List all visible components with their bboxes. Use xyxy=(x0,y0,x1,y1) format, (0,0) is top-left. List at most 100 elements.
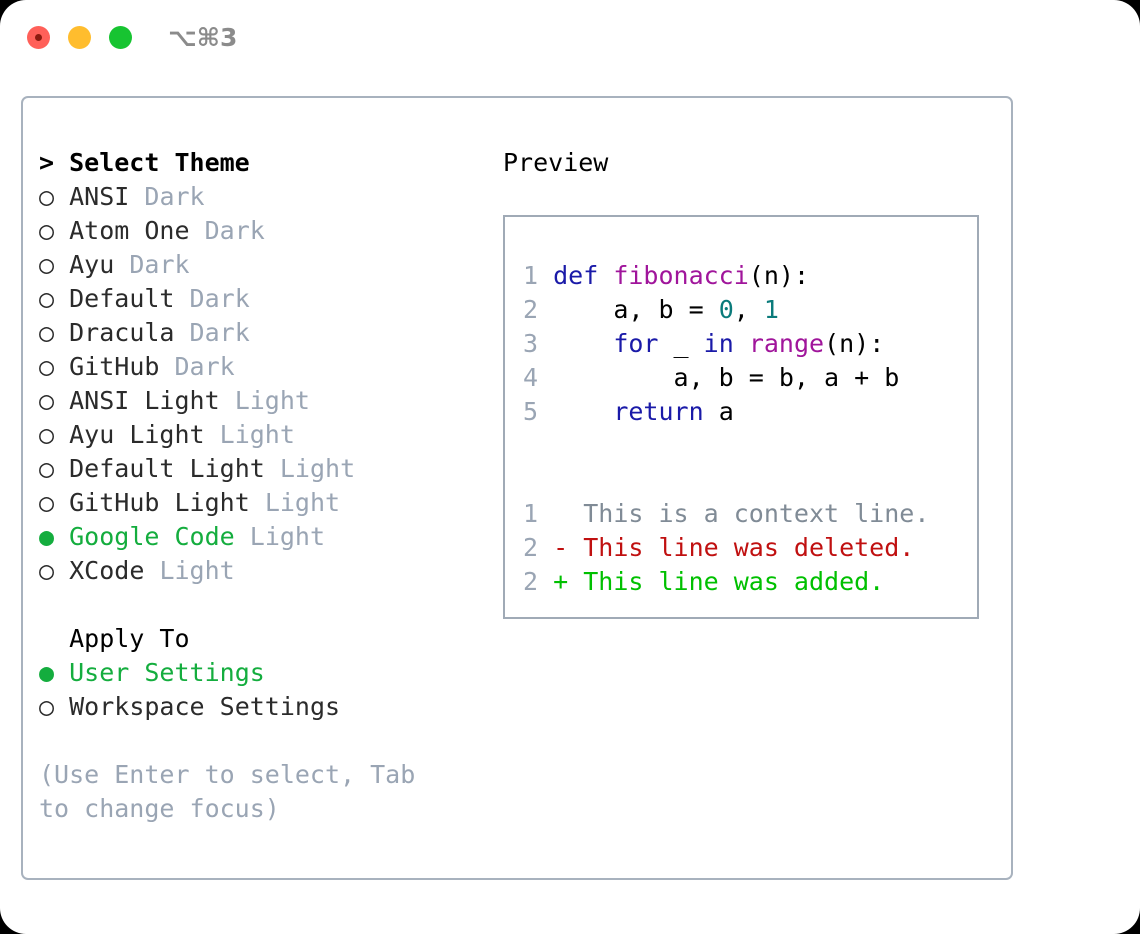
code-line: 4 a, b = b, a + b xyxy=(523,361,973,395)
theme-option-tag: Light xyxy=(219,420,295,449)
apply-option-user-settings[interactable]: ● User Settings xyxy=(39,656,491,690)
code-line: 3 for _ in range(n): xyxy=(523,327,973,361)
theme-option-tag: Dark xyxy=(204,216,265,245)
traffic-light-buttons xyxy=(27,26,132,49)
radio-marker: ○ xyxy=(39,318,55,347)
apply-to-option-list[interactable]: ● User Settings ○ Workspace Settings xyxy=(39,656,491,724)
list-spacer xyxy=(39,588,491,622)
minimize-button[interactable] xyxy=(68,26,91,49)
theme-option-tag: Light xyxy=(264,488,341,517)
line-number: 5 xyxy=(523,397,539,426)
theme-option-label: Default Light xyxy=(69,454,265,483)
keyboard-shortcut-label: ⌥⌘3 xyxy=(168,23,238,52)
theme-option-ayu-light[interactable]: ○ Ayu Light Light xyxy=(39,418,491,452)
theme-option-label: GitHub xyxy=(69,352,160,381)
radio-marker: ○ xyxy=(39,250,55,279)
line-number: 1 xyxy=(523,261,539,290)
radio-marker: ○ xyxy=(39,556,55,585)
token-plain: (n): xyxy=(748,261,810,290)
code-blank-line xyxy=(523,429,973,463)
theme-option-github[interactable]: ○ GitHub Dark xyxy=(39,350,491,384)
diff-line-context: 1 This is a context line. xyxy=(523,497,973,531)
line-number: 2 xyxy=(523,533,539,562)
select-theme-header: > Select Theme xyxy=(39,148,250,177)
radio-marker: ○ xyxy=(39,216,55,245)
code-line: 1 def fibonacci(n): xyxy=(523,259,973,293)
theme-option-label: ANSI Light xyxy=(69,386,220,415)
hint-spacer xyxy=(39,724,491,758)
preview-header: Preview xyxy=(503,148,609,177)
theme-option-label: Google Code xyxy=(69,522,235,551)
diff-text: + This line was added. xyxy=(553,567,885,596)
theme-option-tag: Dark xyxy=(189,284,250,313)
maximize-button[interactable] xyxy=(109,26,132,49)
token-plain: , xyxy=(733,295,764,324)
token-plain xyxy=(553,329,613,358)
theme-option-tag: Light xyxy=(249,522,326,551)
radio-marker: ○ xyxy=(39,692,55,721)
diff-line-added: 2 + This line was added. xyxy=(523,565,973,599)
line-number: 3 xyxy=(523,329,539,358)
token-keyword: for xyxy=(613,329,659,358)
token-plain xyxy=(598,261,613,290)
theme-option-github-light[interactable]: ○ GitHub Light Light xyxy=(39,486,491,520)
line-number: 1 xyxy=(523,499,539,528)
theme-option-tag: Dark xyxy=(129,250,190,279)
theme-option-label: Ayu xyxy=(69,250,115,279)
preview-panel: 1 def fibonacci(n): 2 a, b = 0, 1 3 for … xyxy=(503,215,979,619)
theme-option-xcode[interactable]: ○ XCode Light xyxy=(39,554,491,588)
diff-text: - This line was deleted. xyxy=(553,533,915,562)
diff-text: This is a context line. xyxy=(553,499,930,528)
theme-option-tag: Dark xyxy=(174,352,235,381)
code-blank-line xyxy=(523,463,973,497)
token-keyword: def xyxy=(553,261,599,290)
theme-option-label: XCode xyxy=(69,556,145,585)
token-plain: a xyxy=(703,397,734,426)
theme-option-ayu[interactable]: ○ Ayu Dark xyxy=(39,248,491,282)
line-number: 2 xyxy=(523,295,539,324)
theme-option-ansi[interactable]: ○ ANSI Dark xyxy=(39,180,491,214)
apply-to-header: Apply To xyxy=(69,624,190,653)
close-button[interactable] xyxy=(27,26,50,49)
radio-marker-selected: ● xyxy=(39,658,55,687)
theme-option-list[interactable]: ○ ANSI Dark ○ Atom One Dark ○ Ayu Dark ○… xyxy=(39,180,491,588)
theme-option-label: Ayu Light xyxy=(69,420,205,449)
token-function: range xyxy=(748,329,825,358)
theme-option-atom-one[interactable]: ○ Atom One Dark xyxy=(39,214,491,248)
theme-option-google-code[interactable]: ● Google Code Light xyxy=(39,520,491,554)
radio-marker: ○ xyxy=(39,352,55,381)
keyboard-hint-text: (Use Enter to select, Tab to change focu… xyxy=(39,760,416,823)
apply-option-label: Workspace Settings xyxy=(69,692,341,721)
line-number: 2 xyxy=(523,567,539,596)
theme-option-label: GitHub Light xyxy=(69,488,250,517)
code-line: 2 a, b = 0, 1 xyxy=(523,293,973,327)
theme-option-default[interactable]: ○ Default Dark xyxy=(39,282,491,316)
token-plain xyxy=(734,329,749,358)
theme-option-tag: Light xyxy=(279,454,356,483)
code-line: 5 return a xyxy=(523,395,973,429)
theme-option-label: Default xyxy=(69,284,175,313)
token-plain: a, b = xyxy=(553,295,719,324)
line-number: 4 xyxy=(523,363,539,392)
token-plain xyxy=(553,397,613,426)
theme-option-tag: Light xyxy=(234,386,310,415)
theme-option-tag: Dark xyxy=(144,182,205,211)
theme-list-column: > Select Theme ○ ANSI Dark ○ Atom One Da… xyxy=(39,146,491,826)
theme-option-default-light[interactable]: ○ Default Light Light xyxy=(39,452,491,486)
window-titlebar: ⌥⌘3 xyxy=(0,0,1140,78)
radio-marker: ○ xyxy=(39,454,55,483)
theme-option-label: Dracula xyxy=(69,318,175,347)
radio-marker: ○ xyxy=(39,182,55,211)
token-keyword: in xyxy=(703,329,734,358)
token-plain: (n): xyxy=(824,329,885,358)
apply-option-workspace-settings[interactable]: ○ Workspace Settings xyxy=(39,690,491,724)
token-number: 0 xyxy=(718,295,734,324)
theme-option-dracula[interactable]: ○ Dracula Dark xyxy=(39,316,491,350)
token-plain: _ xyxy=(658,329,704,358)
token-function: fibonacci xyxy=(613,261,749,290)
apply-option-label: User Settings xyxy=(69,658,265,687)
theme-option-label: Atom One xyxy=(69,216,190,245)
theme-option-ansi-light[interactable]: ○ ANSI Light Light xyxy=(39,384,491,418)
radio-marker-selected: ● xyxy=(39,522,55,551)
